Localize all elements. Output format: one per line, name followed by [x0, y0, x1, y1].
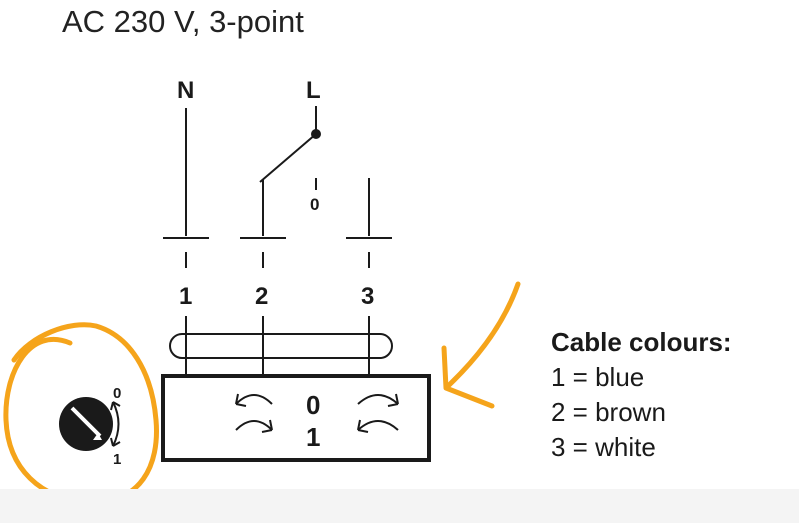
- diagram-title: AC 230 V, 3-point: [62, 4, 304, 39]
- legend-item-3: 3 = white: [551, 432, 656, 462]
- arrow-cw-upper: [357, 394, 399, 405]
- neutral-label: N: [177, 77, 194, 104]
- rotation-arrows: [235, 393, 399, 433]
- actuator-box: [161, 374, 431, 462]
- arrow-ccw-upper-head: [235, 393, 247, 407]
- knob-arc-head-top: [110, 401, 121, 411]
- annotation-arrow-shaft: [445, 281, 521, 389]
- arrow-cw-lower: [235, 420, 273, 431]
- arrow-ccw-upper: [235, 394, 273, 405]
- live-label: L: [306, 77, 321, 104]
- knob-rotation-arc: [112, 401, 120, 447]
- knob-pointer: [70, 406, 102, 438]
- switch-blade: [259, 133, 317, 183]
- footer-strip: [0, 489, 799, 523]
- annotation-circle: [3, 322, 159, 505]
- annotation-arrow-head: [441, 345, 495, 409]
- wire-number-1: 1: [179, 283, 192, 310]
- arrow-ccw-lower: [357, 420, 399, 431]
- arrow-cw-upper-head: [387, 393, 399, 407]
- manual-switch-0-label: 0: [113, 385, 121, 402]
- legend-item-2: 2 = brown: [551, 397, 666, 427]
- wire-number-3: 3: [361, 283, 374, 310]
- switch-off-label: 0: [310, 195, 319, 214]
- cable-colour-legend: Cable colours: 1 = blue 2 = brown 3 = wh…: [551, 327, 732, 465]
- cable-sheath: [169, 333, 393, 359]
- arrow-cw-lower-head: [261, 419, 273, 433]
- knob-arc-head-bottom: [110, 437, 121, 447]
- manual-switch-1-label: 1: [113, 451, 121, 468]
- actuator-position-1: 1: [306, 422, 320, 452]
- legend-item-1: 1 = blue: [551, 362, 645, 392]
- legend-title: Cable colours:: [551, 327, 732, 357]
- wire-number-2: 2: [255, 283, 268, 310]
- arrow-ccw-lower-head: [357, 419, 369, 433]
- knob-pointer-head: [93, 433, 102, 440]
- actuator-position-0: 0: [306, 390, 320, 420]
